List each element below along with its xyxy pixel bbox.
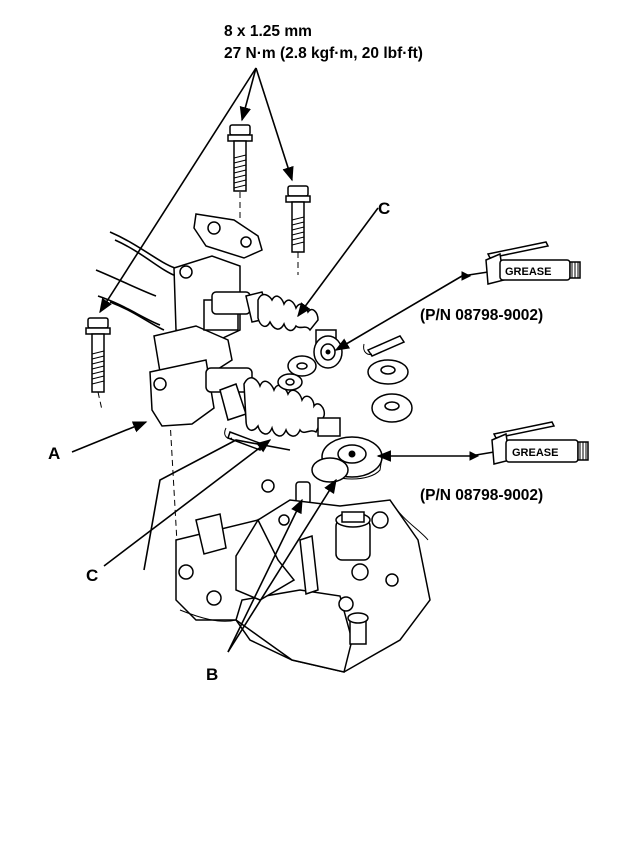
shift-cables [95, 231, 177, 331]
callout-c-lower: C [86, 566, 98, 585]
cable-bracket-a [149, 255, 241, 427]
cotter-pin-lower [224, 427, 263, 451]
callout-a: A [48, 444, 60, 463]
torque-spec-text: 27 N·m (2.8 kgf·m, 20 lbf·ft) [224, 45, 423, 62]
washer-upper-1 [287, 355, 317, 377]
grease-label-lower: GREASE [512, 447, 558, 459]
washer-right-2 [371, 393, 413, 423]
bolt-left [85, 317, 111, 393]
alignment-lines [97, 192, 299, 561]
cotter-pin-upper [363, 335, 406, 357]
bolt-right [285, 185, 311, 253]
callout-c-upper: C [378, 199, 390, 218]
lever-pin [295, 457, 349, 505]
callout-leaders [71, 207, 470, 653]
washer-right-1 [367, 359, 409, 385]
bolt-size-text: 8 x 1.25 mm [224, 23, 312, 40]
callout-b: B [206, 665, 218, 684]
part-number-lower: (P/N 08798-9002) [420, 487, 543, 504]
grease-label-upper: GREASE [505, 266, 551, 278]
bushing-upper [313, 335, 343, 369]
washer-upper-2 [277, 373, 303, 391]
transmission-housing [143, 439, 431, 673]
upper-cable-boot [211, 291, 337, 347]
lower-cable-boot [205, 367, 341, 437]
grease-tube-icon: GREASE [461, 241, 581, 285]
upper-bracket [193, 213, 263, 259]
part-number-upper: (P/N 08798-9002) [420, 307, 543, 324]
grease-tube-icon: GREASE [469, 421, 589, 465]
spec-leader-lines [99, 67, 294, 314]
bolt-top [227, 124, 253, 192]
